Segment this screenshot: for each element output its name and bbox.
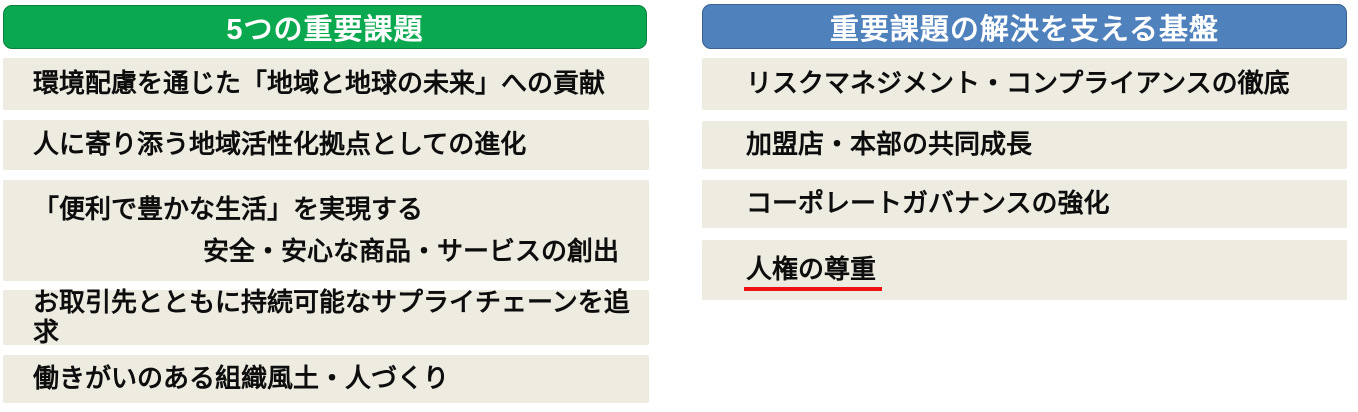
foundation-item-1: リスクマネジメント・コンプライアンスの徹底: [702, 58, 1347, 110]
foundation-item-2: 加盟店・本部の共同成長: [702, 121, 1347, 169]
key-issue-item-3: 「便利で豊かな生活」を実現する 安全・安心な商品・サービスの創出: [3, 180, 649, 281]
key-issues-header: 5つの重要課題: [3, 5, 647, 49]
key-issue-item-3-line-1: 「便利で豊かな生活」を実現する: [33, 193, 424, 224]
key-issue-item-1-label: 環境配慮を通じた「地域と地球の未来」への貢献: [33, 68, 606, 99]
foundation-header: 重要課題の解決を支える基盤: [702, 4, 1347, 49]
key-issue-item-5: 働きがいのある組織風土・人づくり: [3, 355, 649, 403]
key-issue-item-2-label: 人に寄り添う地域活性化拠点としての進化: [33, 129, 527, 160]
key-issue-item-2: 人に寄り添う地域活性化拠点としての進化: [3, 120, 649, 170]
key-issue-item-3-line-2: 安全・安心な商品・サービスの創出: [202, 235, 619, 266]
foundation-item-1-label: リスクマネジメント・コンプライアンスの徹底: [746, 68, 1290, 99]
key-issue-item-5-label: 働きがいのある組織風土・人づくり: [33, 363, 450, 394]
foundation-item-4: 人権の尊重: [702, 240, 1347, 300]
foundation-item-2-label: 加盟店・本部の共同成長: [746, 129, 1033, 160]
red-underline: [744, 286, 883, 291]
key-issue-item-4: お取引先とともに持続可能なサプライチェーンを追求: [3, 286, 649, 347]
foundation-item-4-underlined-text: 人権の尊重: [744, 254, 883, 291]
foundation-item-3: コーポレートガバナンスの強化: [702, 180, 1347, 228]
foundation-item-3-label: コーポレートガバナンスの強化: [746, 188, 1110, 219]
key-issue-item-1: 環境配慮を通じた「地域と地球の未来」への貢献: [3, 58, 649, 110]
key-issue-item-4-label: お取引先とともに持続可能なサプライチェーンを追求: [33, 286, 630, 347]
foundation-item-4-label: 人権の尊重: [746, 254, 877, 285]
